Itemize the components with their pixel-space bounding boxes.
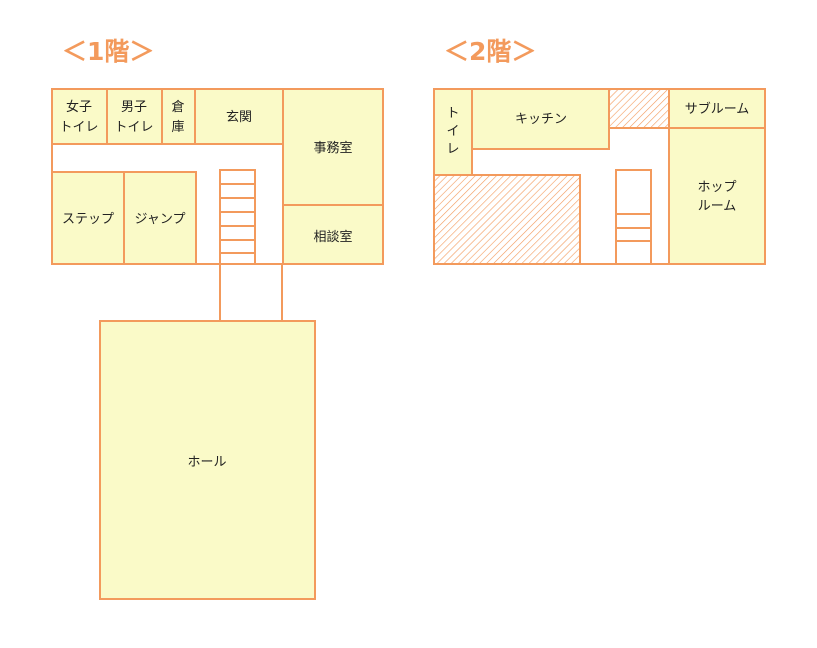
- room-jump: [123, 171, 197, 265]
- floor2-staircase: [615, 169, 652, 265]
- label-storage-2: 庫: [171, 120, 184, 135]
- label-entrance: 玄関: [226, 110, 252, 125]
- room-mens-toilet: [106, 88, 163, 145]
- label-toilet-3: レ: [446, 142, 459, 157]
- label-mens-toilet-2: トイレ: [114, 120, 153, 135]
- label-hop-room-2: ルーム: [698, 199, 737, 214]
- room-womens-toilet: [51, 88, 108, 145]
- hatched-area-large: [433, 174, 581, 265]
- label-consultation: 相談室: [313, 229, 352, 245]
- floor2-heading: ＜2階＞: [444, 37, 536, 66]
- room-consultation: [282, 204, 384, 265]
- label-womens-toilet-2: トイレ: [59, 120, 98, 135]
- label-toilet-2: イ: [446, 124, 459, 139]
- label-womens-toilet-1: 女子: [66, 99, 92, 115]
- floor1-heading: ＜1階＞: [62, 37, 154, 66]
- floor1-staircase: [219, 169, 256, 265]
- label-hall: ホール: [187, 455, 226, 470]
- label-mens-toilet-1: 男子: [121, 100, 147, 115]
- label-hop-room-1: ホップ: [697, 180, 736, 195]
- floor2-plan: ト イ レ キッチン サブルーム ホップ ルーム: [433, 88, 766, 265]
- hatched-area-small: [608, 88, 670, 129]
- room-hop-room: [668, 127, 766, 265]
- label-toilet-1: ト: [446, 106, 459, 121]
- label-step: ステップ: [62, 212, 114, 227]
- room-kitchen: [471, 88, 610, 150]
- label-office: 事務室: [313, 140, 352, 156]
- label-storage-1: 倉: [171, 100, 184, 115]
- label-kitchen: キッチン: [515, 112, 567, 127]
- room-storage: [161, 88, 196, 145]
- floor1-plan: 女子 トイレ 男子 トイレ 倉 庫 玄関 事務室 ステップ ジャンプ 相談室 ホ…: [51, 88, 384, 600]
- room-office: [282, 88, 384, 206]
- label-sub-room: サブルーム: [685, 101, 750, 117]
- room-entrance: [194, 88, 284, 145]
- corridor-to-hall: [219, 264, 283, 321]
- label-jump: ジャンプ: [135, 212, 186, 227]
- room-hall: [99, 320, 316, 600]
